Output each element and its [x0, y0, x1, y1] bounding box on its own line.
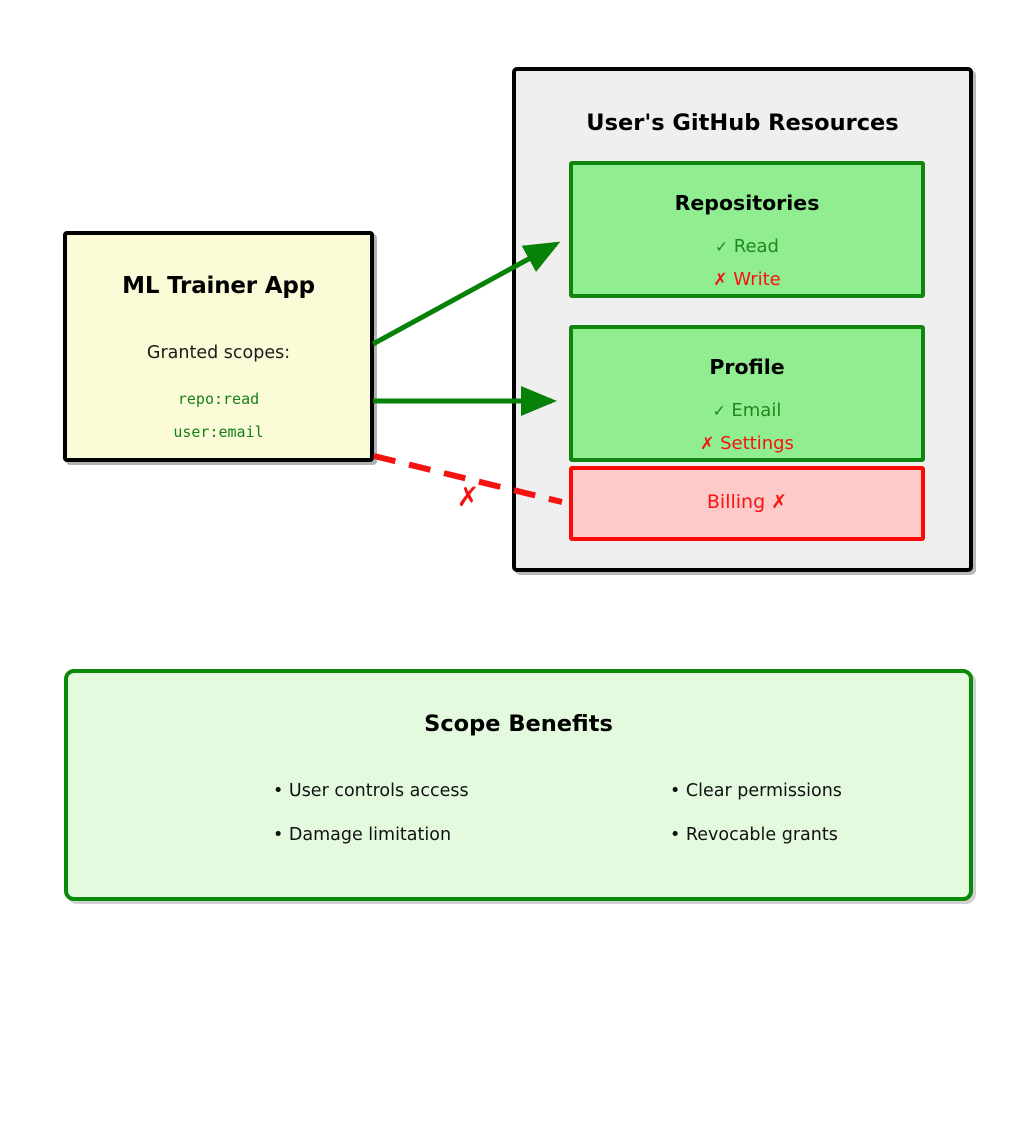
- scope-benefits-box: Scope Benefits • User controls access • …: [64, 669, 973, 901]
- resource-title-billing: Billing ✗: [706, 491, 788, 513]
- resources-panel-title: User's GitHub Resources: [586, 110, 899, 136]
- resource-title-repositories: Repositories: [674, 191, 820, 215]
- permission-label: Read: [733, 236, 779, 257]
- benefit-item: • Clear permissions: [670, 781, 842, 801]
- scope-item-user-email: user:email: [173, 423, 264, 441]
- resource-box-billing[interactable]: Billing ✗: [569, 466, 925, 541]
- resource-box-profile[interactable]: Profile ✓ Email ✗ Settings: [569, 325, 925, 462]
- check-icon: ✓: [712, 402, 726, 420]
- resource-title-profile: Profile: [709, 355, 785, 379]
- permission-label: Settings: [720, 433, 794, 454]
- permission-profile-settings: ✗ Settings: [573, 433, 921, 454]
- permission-repositories-write: ✗ Write: [573, 269, 921, 290]
- scope-benefits-title: Scope Benefits: [424, 711, 613, 737]
- ml-trainer-app-box[interactable]: ML Trainer App Granted scopes: repo:read…: [63, 231, 374, 462]
- app-title: ML Trainer App: [122, 273, 315, 299]
- permission-label: Write: [733, 269, 781, 290]
- permission-repositories-read: ✓ Read: [573, 236, 921, 257]
- granted-scopes-label: Granted scopes:: [146, 343, 291, 363]
- benefit-item: • Revocable grants: [670, 825, 838, 845]
- benefit-item: • User controls access: [273, 781, 469, 801]
- scope-item-repo-read: repo:read: [177, 390, 260, 408]
- check-icon: ✓: [715, 238, 729, 256]
- resource-box-repositories[interactable]: Repositories ✓ Read ✗ Write: [569, 161, 925, 298]
- permission-label: Email: [731, 400, 782, 421]
- cross-icon: ✗: [713, 270, 728, 290]
- permission-profile-email: ✓ Email: [573, 400, 921, 421]
- github-resources-panel: User's GitHub Resources Repositories ✓ R…: [512, 67, 973, 572]
- benefit-item: • Damage limitation: [273, 825, 452, 845]
- blocked-cross-icon: ✗: [456, 482, 480, 513]
- cross-icon: ✗: [700, 434, 715, 454]
